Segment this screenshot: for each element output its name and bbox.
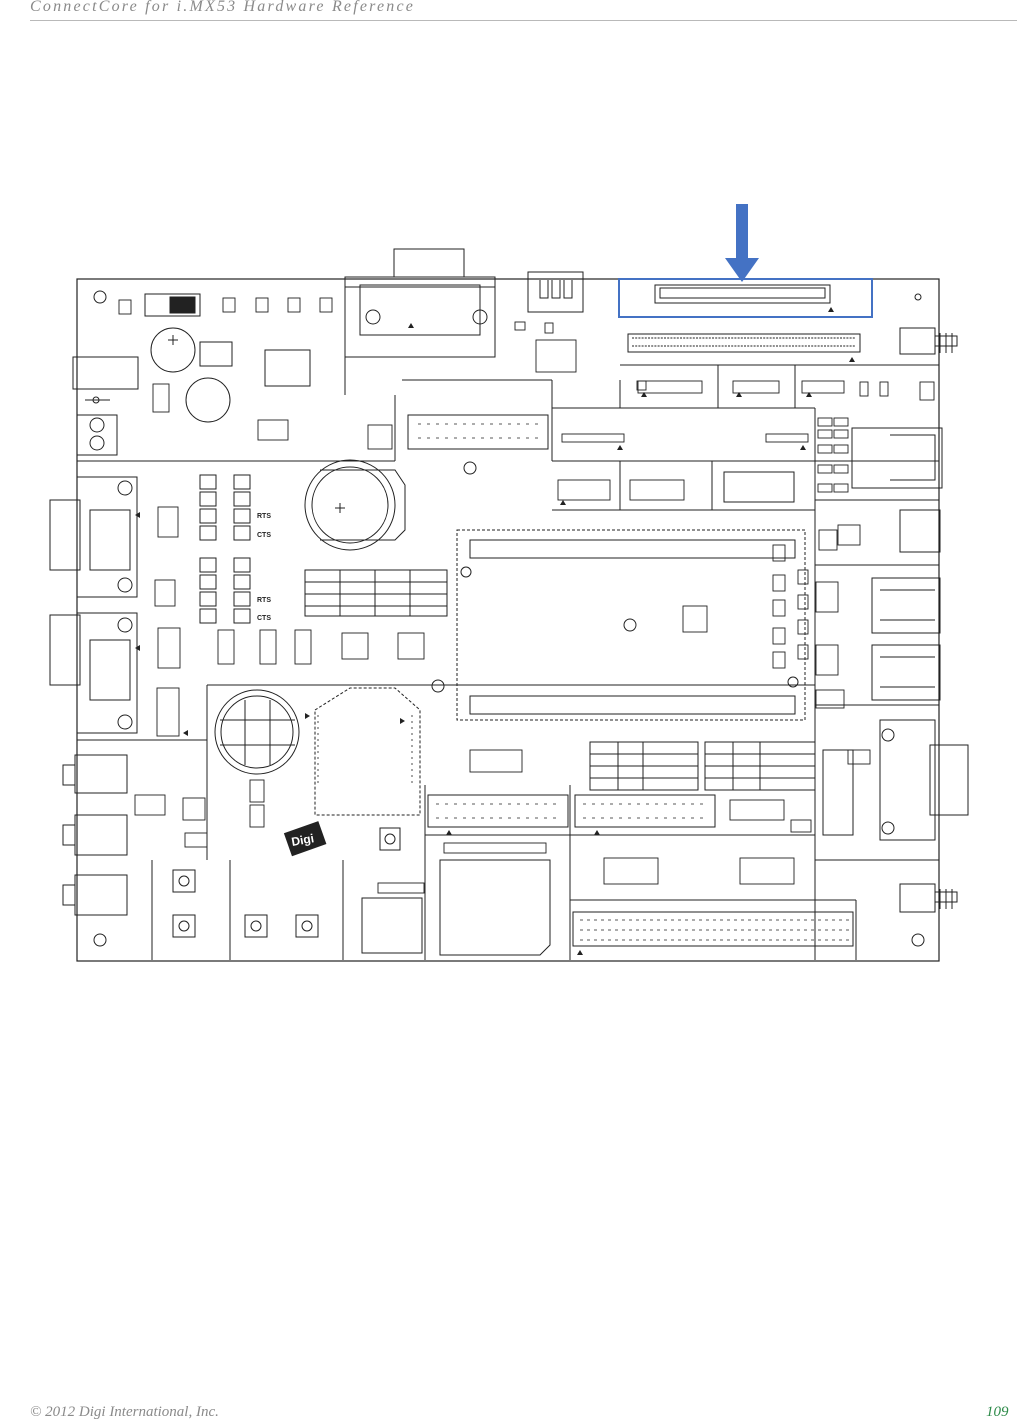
header-left-bottom <box>428 795 568 827</box>
coin-cell-holder <box>305 460 405 550</box>
sd-card-slot <box>440 860 550 955</box>
jumper-table <box>305 570 447 616</box>
blue-down-arrow <box>725 204 759 282</box>
rts-label-2: RTS <box>257 597 271 604</box>
section-lines <box>77 357 939 960</box>
cts-label-1: CTS <box>257 532 271 539</box>
gpio-header-bottom <box>573 912 853 946</box>
usb-top-connector <box>528 272 583 312</box>
push-button-1 <box>173 870 195 892</box>
cts-label-2: CTS <box>257 615 271 622</box>
antenna-connector-bottom <box>900 884 957 912</box>
audio-jack-1 <box>75 755 127 793</box>
usb-stack-1 <box>872 578 940 633</box>
terminal-block <box>77 415 117 455</box>
ethernet-jack <box>852 428 942 488</box>
digi-logo: Digi <box>283 820 328 856</box>
db9-left-top <box>50 477 137 597</box>
audio-jack-2 <box>75 815 127 855</box>
copyright-footer: © 2012 Digi International, Inc. <box>30 1404 219 1421</box>
pin-rows <box>318 424 850 940</box>
battery-coin <box>151 328 195 372</box>
push-button-4 <box>296 915 318 937</box>
led-column-2 <box>234 475 250 623</box>
usb-stack-2 <box>872 645 940 700</box>
db9-top-connector <box>345 249 495 357</box>
xbee-module <box>315 688 420 815</box>
sim-holder <box>215 690 299 774</box>
sata-connector <box>724 472 794 502</box>
db9-left-bottom <box>50 613 137 733</box>
rts-label-1: RTS <box>257 513 271 520</box>
lcd-connector <box>655 285 830 303</box>
header-mid-bottom <box>575 795 715 827</box>
led-column-1 <box>200 475 216 623</box>
db9-right <box>880 720 968 840</box>
page-number: 109 <box>986 1404 1009 1421</box>
mounting-holes <box>94 291 924 946</box>
header-2x14 <box>408 415 548 449</box>
push-button-3 <box>245 915 267 937</box>
hdmi-connector <box>823 750 853 835</box>
antenna-connector-top <box>900 328 957 354</box>
push-button-2 <box>173 915 195 937</box>
dc-jack <box>73 357 138 389</box>
microsd-slot <box>362 898 422 953</box>
audio-jack-3 <box>75 875 127 915</box>
long-header <box>628 334 860 352</box>
